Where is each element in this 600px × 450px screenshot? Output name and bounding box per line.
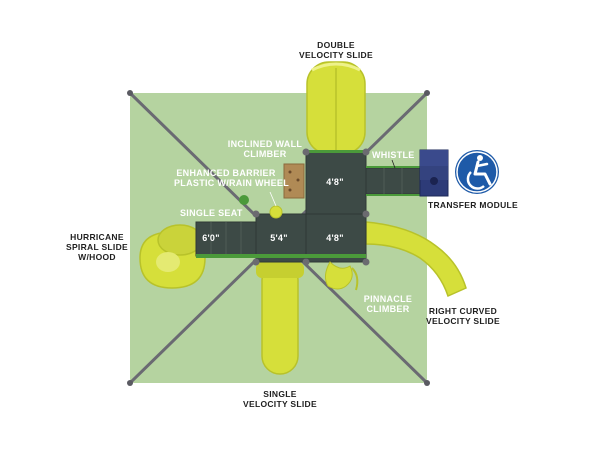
label-enhanced-barrier: ENHANCED BARRIER PLASTIC W/RAIN WHEEL: [174, 168, 289, 188]
deck-height-left: 6'0": [202, 233, 220, 243]
wheelchair-icon: [455, 150, 499, 194]
transfer-module: [419, 149, 449, 197]
frame-post-bl: [127, 380, 133, 386]
deck-height-top: 4'8": [326, 177, 344, 187]
deck-trim-top: [306, 150, 366, 153]
transfer-walkway: [365, 166, 421, 196]
label-single-velocity-slide: SINGLE VELOCITY SLIDE: [243, 389, 317, 409]
deck-posts: [252, 148, 370, 266]
rain-wheel: [269, 205, 283, 219]
double-velocity-slide: [306, 61, 366, 155]
label-right-curved-velocity-slide: RIGHT CURVED VELOCITY SLIDE: [426, 306, 500, 326]
label-single-seat: SINGLE SEAT: [180, 208, 243, 218]
frame-post-tr: [424, 90, 430, 96]
label-whistle: WHISTLE: [372, 150, 415, 160]
frame-post-br: [424, 380, 430, 386]
single-seat: [239, 195, 249, 205]
pinnacle-climber: [324, 261, 359, 291]
leader-whistle: [391, 159, 396, 169]
label-double-velocity-slide: DOUBLE VELOCITY SLIDE: [299, 40, 373, 60]
label-hurricane-spiral-slide: HURRICANE SPIRAL SLIDE W/HOOD: [65, 232, 128, 262]
deck-trim: [196, 254, 366, 258]
deck-height-center: 5'4": [270, 233, 288, 243]
deck-height-right: 4'8": [326, 233, 344, 243]
leader-rain-wheel: [269, 191, 277, 207]
inclined-wall-climber: [283, 163, 305, 199]
label-inclined-wall-climber: INCLINED WALL CLIMBER: [227, 139, 303, 159]
label-transfer-module: TRANSFER MODULE: [428, 200, 518, 210]
frame-post-tl: [127, 90, 133, 96]
right-curved-velocity-slide: [365, 221, 467, 298]
deck-left: [195, 221, 257, 257]
single-velocity-slide: [256, 261, 304, 375]
label-pinnacle-climber: PINNACLE CLIMBER: [363, 294, 413, 314]
